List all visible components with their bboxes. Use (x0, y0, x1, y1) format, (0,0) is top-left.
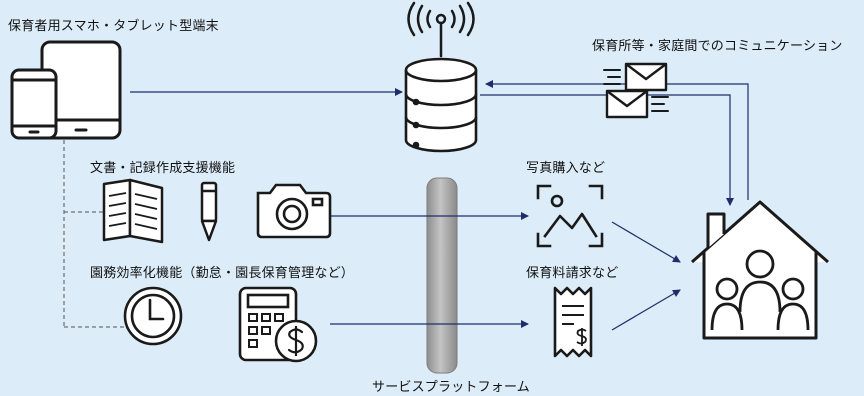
billing-label: 保育料請求など (526, 266, 619, 281)
efficiency-label: 園務効率化機能（勤怠・園長保育管理など） (90, 266, 355, 281)
receipt-icon (553, 286, 593, 358)
service-platform-pillar (426, 177, 458, 374)
devices-label: 保育者用スマホ・タブレット型端末 (8, 19, 219, 34)
communication-label: 保育所等・家庭間でのコミュニケーション (592, 39, 843, 54)
arrow-bill-to-home (611, 289, 681, 331)
mail-envelopes-icon (603, 62, 669, 119)
open-book-icon (102, 178, 164, 244)
photo-frame-icon (536, 184, 604, 248)
dashed-connector (63, 140, 124, 328)
platform-label: サービスプラットフォーム (372, 380, 531, 395)
arrow-server-to-home (480, 94, 734, 206)
flow-arrows (130, 80, 749, 331)
house-family-icon (691, 200, 829, 340)
clock-icon (123, 286, 183, 346)
camera-icon (256, 183, 332, 239)
pencil-icon (200, 181, 218, 242)
arrow-photo-to-home (611, 221, 681, 263)
calculator-coin-icon (238, 286, 318, 363)
antenna-icon (407, 1, 475, 58)
photo-purchase-label: 写真購入など (526, 161, 606, 176)
smartphone-tablet-icon (10, 40, 122, 140)
arrow-mail-to-server (485, 80, 749, 200)
database-icon (404, 57, 478, 153)
documents-label: 文書・記録作成支援機能 (90, 161, 236, 176)
